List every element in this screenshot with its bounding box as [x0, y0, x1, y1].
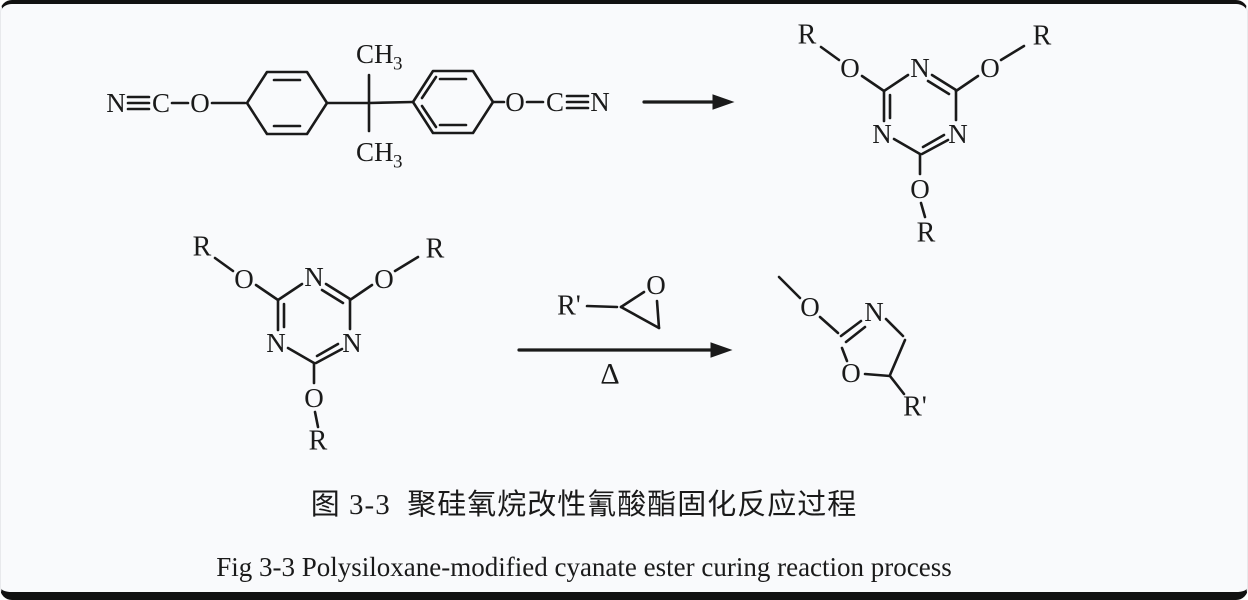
reaction-scheme: N C O CH 3 CH 3: [106, 20, 1052, 457]
atom-label-O: O: [374, 264, 394, 294]
atom-label-N: N: [864, 297, 884, 327]
caption-chinese: 图 3-3 聚硅氧烷改性氰酸酯固化反应过程: [310, 489, 858, 521]
benzene-ring-right: [411, 69, 495, 135]
substituent-label-R: R: [1033, 21, 1052, 52]
heat-delta-symbol: Δ: [600, 358, 619, 391]
triple-bond: [126, 95, 151, 111]
atom-label-O: O: [505, 87, 525, 117]
atom-label-C: C: [152, 88, 170, 118]
atom-label-N: N: [342, 328, 362, 358]
atom-label-N: N: [910, 53, 930, 83]
atom-label-N: N: [106, 88, 126, 118]
substituent-label-R-prime: R': [557, 291, 581, 322]
substituent-label-R: R: [309, 426, 328, 457]
methyl-subscript-top: 3: [393, 54, 403, 75]
structure-triazine-top: R R R O O O N N N: [798, 20, 1052, 249]
atom-label-N: N: [872, 119, 892, 149]
substituent-label-R: R: [917, 218, 936, 249]
gem-dimethyl-bridge: CH 3 CH 3: [325, 39, 415, 173]
atom-label-C: C: [546, 87, 564, 117]
atom-label-O: O: [304, 383, 324, 413]
triazine-ring-bonds: [882, 73, 958, 156]
substituent-label-R: R: [426, 234, 445, 265]
structure-bpa-dicyanate: N C O CH 3 CH 3: [106, 39, 610, 173]
triple-bond: [565, 94, 590, 110]
structure-oxazoline-product: O N O R': [777, 275, 927, 423]
triazine-ring-bonds: [276, 282, 352, 365]
methyl-label-top: CH: [356, 39, 394, 69]
atom-label-O: O: [840, 53, 860, 83]
atom-label-N: N: [590, 87, 610, 117]
atom-label-N: N: [948, 119, 968, 149]
caption-english: Fig 3-3 Polysiloxane-modified cyanate es…: [216, 552, 952, 582]
methyl-label-bottom: CH: [356, 137, 394, 167]
substituent-label-R-prime: R': [903, 392, 927, 423]
atom-label-O: O: [646, 270, 666, 300]
structure-triazine-middle: R R R O O O N N N: [193, 232, 445, 457]
substituent-label-R: R: [193, 232, 212, 263]
triazine-substituent-bonds: [819, 44, 1026, 219]
atom-label-O: O: [234, 264, 254, 294]
atom-label-N: N: [304, 262, 324, 292]
atom-label-O: O: [910, 174, 930, 204]
reaction-arrow-top: [642, 94, 735, 110]
epoxide-reagent: R' O: [557, 270, 666, 330]
reaction-arrow-middle: R' O Δ: [517, 270, 733, 391]
benzene-ring-left: [245, 70, 329, 136]
triazine-substituent-bonds: [213, 255, 420, 429]
atom-label-O: O: [190, 88, 210, 118]
atom-label-O: O: [980, 53, 1000, 83]
atom-label-O: O: [841, 358, 861, 388]
substituent-label-R: R: [798, 20, 817, 51]
atom-label-O: O: [800, 292, 820, 322]
methyl-subscript-bottom: 3: [393, 152, 403, 173]
atom-label-N: N: [266, 328, 286, 358]
oxazoline-bonds: [777, 275, 907, 396]
